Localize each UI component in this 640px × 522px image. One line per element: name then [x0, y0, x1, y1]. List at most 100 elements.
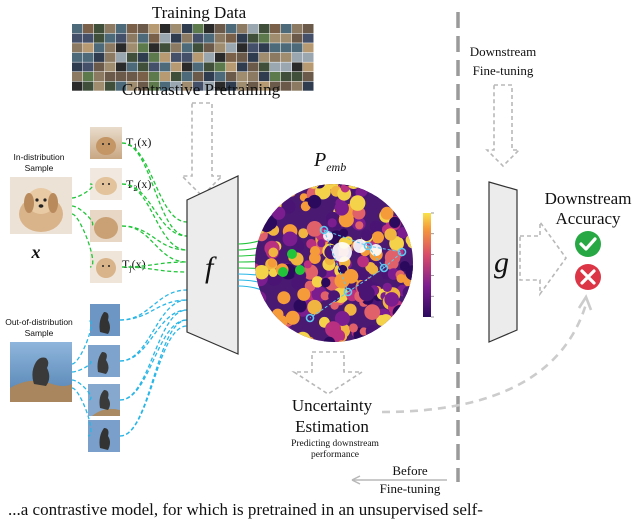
embedding-point — [293, 299, 307, 313]
mosaic-thumbnail — [248, 81, 259, 91]
embedding-ood-link — [323, 229, 349, 293]
embedding-point — [298, 228, 309, 239]
mosaic-thumbnail — [149, 43, 160, 53]
mosaic-thumbnail — [127, 43, 138, 53]
mosaic-thumbnail — [237, 81, 248, 91]
ood-connection-line — [119, 289, 188, 321]
mosaic-thumbnail — [270, 43, 281, 53]
ood-connection-line — [119, 309, 188, 362]
mosaic-thumbnail — [281, 81, 292, 91]
embedding-label: Pemb — [313, 149, 346, 174]
mosaic-thumbnail — [281, 43, 292, 53]
embedding-point — [334, 201, 349, 216]
input-symbol: x — [31, 242, 41, 262]
mosaic-thumbnail — [83, 33, 94, 43]
mosaic-thumbnail — [138, 62, 149, 72]
mosaic-thumbnail — [94, 81, 105, 91]
embedding-point — [344, 303, 357, 316]
prediction-arrow — [381, 303, 588, 414]
mosaic-thumbnail — [226, 72, 237, 82]
in-dist-connection-line — [71, 183, 94, 199]
uncertainty-sublabel-line1: Predicting downstream — [291, 439, 379, 449]
encoder-block — [186, 175, 239, 355]
in-dist-crop-3 — [90, 210, 122, 242]
ood-crop-3 — [88, 384, 120, 416]
in-dist-connection-line — [121, 183, 188, 237]
embedding-point — [328, 290, 340, 303]
mosaic-thumbnail — [259, 43, 270, 53]
embedding-ood-link — [367, 245, 403, 253]
mosaic-thumbnail — [259, 33, 270, 43]
mosaic-thumbnail — [160, 43, 171, 53]
mosaic-thumbnail — [270, 33, 281, 43]
mosaic-thumbnail — [303, 52, 314, 62]
mosaic-thumbnail — [193, 24, 204, 34]
mosaic-thumbnail — [72, 33, 83, 43]
embedding-ood-link — [347, 267, 385, 293]
mosaic-thumbnail — [149, 52, 160, 62]
mosaic-thumbnail — [237, 62, 248, 72]
embedding-point — [325, 321, 342, 338]
mosaic-thumbnail — [259, 62, 270, 72]
finetuning-arrow — [485, 84, 521, 168]
ood-connection-line — [71, 360, 92, 373]
mosaic-thumbnail — [259, 24, 270, 34]
embedding-point — [355, 221, 364, 230]
mosaic-thumbnail — [270, 62, 281, 72]
mosaic-thumbnail — [116, 62, 127, 72]
mosaic-thumbnail — [226, 52, 237, 62]
training-data-mosaic — [72, 24, 314, 91]
in-dist-crop-4 — [90, 251, 122, 283]
mosaic-thumbnail — [237, 33, 248, 43]
embedding-point — [355, 187, 366, 198]
head-symbol: g — [494, 246, 509, 279]
in-dist-connection-line — [121, 225, 188, 251]
mosaic-thumbnail — [303, 81, 314, 91]
embedding-in-dist-point — [287, 249, 297, 259]
mosaic-thumbnail — [226, 43, 237, 53]
embedding-point — [371, 231, 384, 244]
mosaic-thumbnail — [281, 62, 292, 72]
ood-label-line2: Sample — [25, 328, 54, 338]
mosaic-thumbnail — [226, 81, 237, 91]
mosaic-thumbnail — [292, 62, 303, 72]
mosaic-thumbnail — [237, 72, 248, 82]
mosaic-thumbnail — [94, 33, 105, 43]
embedding-point — [343, 184, 353, 186]
mosaic-thumbnail — [281, 52, 292, 62]
accuracy-arrow — [519, 219, 567, 297]
ood-connection-line — [119, 319, 188, 401]
mosaic-thumbnail — [94, 24, 105, 34]
mosaic-thumbnail — [204, 43, 215, 53]
embedding-point — [321, 277, 331, 288]
embedding-point — [373, 184, 389, 199]
in-dist-crop-1 — [90, 127, 122, 159]
mosaic-thumbnail — [248, 43, 259, 53]
mosaic-thumbnail — [116, 72, 127, 82]
mosaic-thumbnail — [105, 24, 116, 34]
mosaic-thumbnail — [83, 52, 94, 62]
embedding-point — [309, 246, 321, 257]
mosaic-thumbnail — [226, 62, 237, 72]
mosaic-thumbnail — [303, 43, 314, 53]
mosaic-thumbnail — [105, 52, 116, 62]
embedding-point — [359, 327, 368, 336]
ood-crop-2 — [88, 345, 120, 377]
embedding-point — [389, 216, 401, 228]
embedding-point — [297, 287, 311, 301]
mosaic-thumbnail — [281, 33, 292, 43]
in-dist-connection-line — [71, 205, 94, 227]
mosaic-thumbnail — [215, 72, 226, 82]
embedding-point — [392, 305, 408, 320]
mosaic-thumbnail — [105, 43, 116, 53]
embedding-point — [369, 220, 382, 233]
mosaic-thumbnail — [105, 81, 116, 91]
mosaic-thumbnail — [138, 52, 149, 62]
embedding-point — [397, 227, 409, 239]
mosaic-thumbnail — [160, 24, 171, 34]
embedding-point — [268, 268, 278, 278]
mosaic-thumbnail — [303, 33, 314, 43]
in-distribution-label-line1: In-distribution — [13, 152, 64, 162]
embedding-point — [402, 286, 413, 300]
